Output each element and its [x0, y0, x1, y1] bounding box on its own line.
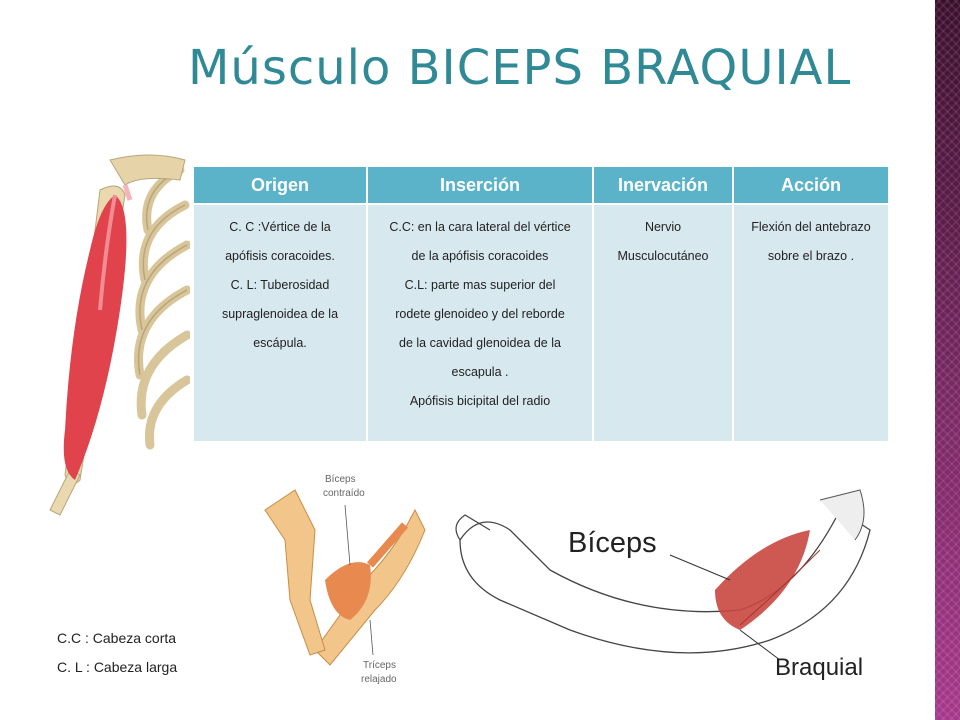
decorative-side-bar [935, 0, 960, 720]
inervacion-line: Nervio [644, 220, 682, 234]
cell-inervacion: Nervio Musculocutáneo [593, 204, 734, 441]
biceps-label: Bíceps [568, 527, 657, 559]
insercion-line: C.C: en la cara lateral del vértice [389, 220, 571, 234]
cell-origen: C. C :Vértice de la apófisis coracoides.… [194, 204, 368, 441]
insercion-line: rodete glenoideo y del reborde [395, 307, 565, 321]
origen-line: apófisis coracoides. [225, 249, 335, 263]
insercion-line: de la cavidad glenoidea de la [399, 336, 561, 350]
header-accion: Acción [733, 167, 888, 205]
header-inervacion: Inervación [593, 167, 734, 205]
insercion-line: de la apófisis coracoides [411, 249, 549, 263]
insercion-line: escapula . [451, 365, 509, 379]
braquial-label: Braquial [775, 654, 863, 681]
cell-accion: Flexión del antebrazo sobre el brazo . [733, 204, 888, 441]
triceps-relaxed-label-1: Tríceps [363, 660, 396, 671]
origen-line: C. L: Tuberosidad [230, 278, 330, 292]
accion-line: Flexión del antebrazo [751, 220, 871, 234]
muscle-info-table: Origen Inserción Inervación Acción C. C … [194, 167, 888, 441]
biceps-contracted-label-2: contraído [323, 488, 365, 499]
insercion-line: Apófisis bicipital del radio [409, 394, 551, 408]
arm-skeleton-illustration [49, 154, 190, 516]
cell-insercion: C.C: en la cara lateral del vértice de l… [367, 204, 594, 441]
accion-line: sobre el brazo . [767, 249, 855, 263]
biceps-contracted-label-1: Bíceps [325, 474, 356, 485]
origen-line: supraglenoidea de la [221, 307, 339, 321]
insercion-line: C.L: parte mas superior del [404, 278, 556, 292]
header-insercion: Inserción [367, 167, 594, 205]
origen-line: escápula. [253, 336, 307, 350]
origen-line: C. C :Vértice de la [229, 220, 331, 234]
inervacion-line: Musculocutáneo [617, 249, 709, 263]
slide-title: Músculo BICEPS BRAQUIAL [188, 40, 852, 96]
arm-muscles-illustration: Bíceps Braquial [455, 489, 871, 681]
header-origen: Origen [194, 167, 368, 205]
legend-cabeza-larga: C. L : Cabeza larga [57, 659, 178, 675]
triceps-relaxed-label-2: relajado [361, 674, 397, 685]
flexed-arm-illustration: Bíceps contraído Tríceps relajado [264, 474, 426, 685]
legend-cabeza-corta: C.C : Cabeza corta [57, 630, 177, 646]
